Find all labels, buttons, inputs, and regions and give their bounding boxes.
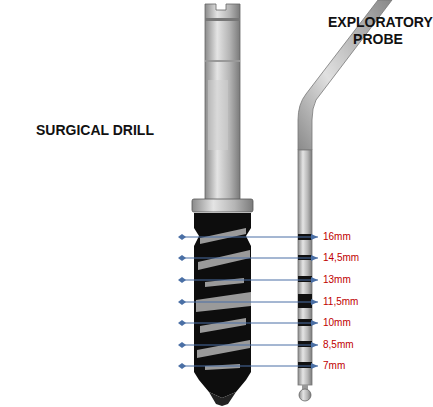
depth-label: 16mm	[323, 231, 351, 243]
drill-title: SURGICAL DRILL	[30, 122, 160, 139]
depth-label: 14,5mm	[323, 252, 359, 264]
probe-title: EXPLORATORY PROBE	[328, 14, 428, 48]
surgical-drill	[192, 4, 253, 406]
depth-label: 10mm	[323, 317, 351, 329]
depth-label: 8,5mm	[323, 339, 354, 351]
measure-lines	[178, 234, 318, 369]
depth-label: 11,5mm	[323, 296, 358, 308]
depth-label: 13mm	[323, 274, 351, 286]
depth-label: 7mm	[323, 360, 345, 372]
exploratory-probe	[298, 0, 392, 401]
